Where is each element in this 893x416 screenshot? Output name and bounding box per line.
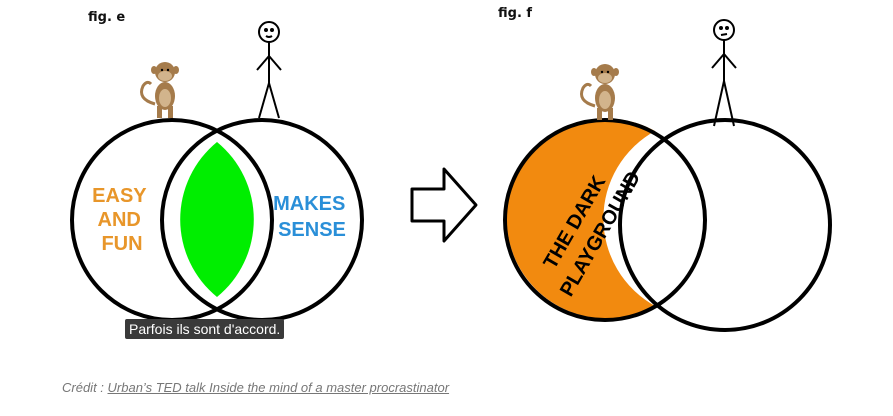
transition-arrow bbox=[408, 165, 480, 245]
right-arrow-icon bbox=[410, 167, 478, 243]
makes-sense-line-2: SENSE bbox=[278, 219, 346, 241]
credit-prefix: Crédit : bbox=[62, 380, 108, 395]
subtitle-caption: Parfois ils sont d'accord. bbox=[125, 319, 285, 339]
credit-line: Crédit : Urban’s TED talk Inside the min… bbox=[62, 380, 449, 395]
fig-f-label: fig. f bbox=[498, 6, 533, 21]
venn-diagram-f: THE DARK PLAYGROUND bbox=[503, 19, 832, 332]
overlap-region bbox=[180, 142, 254, 297]
circle-left-f bbox=[503, 118, 707, 322]
worried-stick-figure-icon bbox=[711, 19, 737, 127]
monkey-icon bbox=[580, 64, 619, 120]
circle-right-f bbox=[618, 118, 832, 332]
credit-link[interactable]: Urban’s TED talk Inside the mind of a ma… bbox=[107, 380, 450, 395]
makes-sense-line-1: MAKES bbox=[273, 193, 345, 215]
monkey-icon bbox=[140, 62, 179, 118]
stick-figure-icon bbox=[256, 21, 282, 119]
easy-fun-line-3: FUN bbox=[101, 233, 142, 255]
figure-f: THE DARK PLAYGROUND bbox=[490, 10, 840, 345]
dark-playground-region bbox=[506, 118, 655, 319]
easy-fun-label: EASY AND FUN bbox=[92, 185, 152, 255]
figure-e: EASY AND FUN MAKES SENSE bbox=[62, 10, 392, 340]
venn-diagram-e: EASY AND FUN MAKES SENSE bbox=[70, 21, 364, 322]
makes-sense-label: MAKES SENSE bbox=[273, 193, 351, 241]
easy-fun-line-1: EASY bbox=[92, 185, 147, 207]
fig-e-label: fig. e bbox=[88, 10, 126, 25]
easy-fun-line-2: AND bbox=[98, 209, 141, 231]
